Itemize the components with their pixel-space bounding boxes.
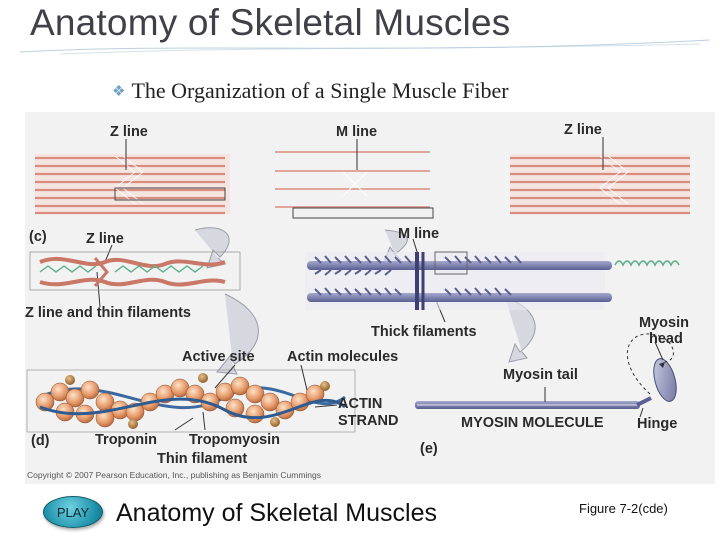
myosin-molecule — [415, 333, 677, 409]
label-panel-d: (d) — [31, 433, 50, 449]
thin-filament-bundle-right — [510, 154, 690, 215]
play-button[interactable]: PLAY — [43, 496, 103, 528]
thick-filaments — [305, 251, 680, 310]
label-panel-c: (c) — [29, 229, 47, 245]
thick-filament-bundle — [268, 146, 437, 219]
zoom-arrow-icon — [194, 227, 230, 269]
title-swoosh — [19, 39, 711, 55]
label-thin-filament: Thin filament — [157, 451, 247, 467]
label-z-line: Z line — [110, 124, 148, 140]
label-tropomyosin: Tropomyosin — [189, 432, 280, 448]
slide-title: Anatomy of Skeletal Muscles — [30, 2, 511, 43]
label-z-line-thin-filaments: Z line and thin filaments — [25, 305, 191, 321]
label-z-line: Z line — [86, 231, 124, 247]
muscle-fiber-diagram: Z line M line Z line (c) Z line M line Z… — [25, 112, 715, 484]
thin-filament-actin — [26, 369, 356, 433]
subtitle-text: The Organization of a Single Muscle Fibe… — [131, 78, 509, 103]
label-hinge: Hinge — [637, 416, 677, 432]
label-leaders-e — [544, 341, 664, 418]
label-myosin-head: Myosin — [639, 315, 689, 331]
label-myosin-head: head — [649, 331, 683, 347]
label-m-line: M line — [336, 124, 377, 140]
zoom-arrow-icon — [216, 293, 259, 375]
label-panel-e: (e) — [420, 441, 438, 457]
label-leaders-d — [174, 364, 338, 431]
label-myosin-tail: Myosin tail — [503, 367, 578, 383]
label-myosin-molecule: MYOSIN MOLECULE — [461, 415, 604, 431]
slide-subtitle: ❖ The Organization of a Single Muscle Fib… — [112, 78, 509, 104]
label-m-line: M line — [398, 226, 439, 242]
label-troponin: Troponin — [95, 432, 157, 448]
thin-filaments-z-line — [29, 251, 241, 291]
figure-number: Figure 7-2(cde) — [579, 501, 668, 516]
bullet-icon: ❖ — [112, 84, 126, 100]
label-actin-molecules: Actin molecules — [287, 349, 398, 365]
label-thick-filaments: Thick filaments — [371, 324, 477, 340]
label-z-line: Z line — [564, 122, 602, 138]
slide-caption: Anatomy of Skeletal Muscles — [116, 499, 437, 527]
copyright-notice: Copyright © 2007 Pearson Education, Inc.… — [27, 470, 321, 480]
thin-filament-bundle-left — [35, 154, 230, 215]
label-actin-strand: STRAND — [338, 413, 398, 429]
label-active-site: Active site — [182, 349, 255, 365]
label-actin-strand: ACTIN — [338, 396, 382, 412]
